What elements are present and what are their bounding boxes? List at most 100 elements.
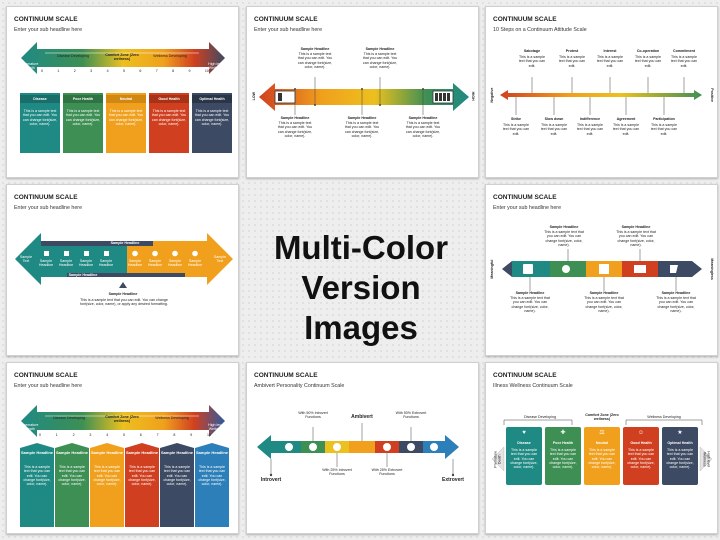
slide-title: CONTINUUM SCALE	[14, 372, 78, 379]
star-icon: ★	[677, 430, 683, 436]
scale-1: 1	[57, 69, 60, 73]
slide-5[interactable]: CONTINUUM SCALE Enter your sub headline …	[485, 184, 718, 356]
slide-8[interactable]: CONTINUUM SCALE Illness Wellness Continu…	[485, 362, 718, 534]
high-label: HIGH	[471, 91, 476, 101]
bottom-head: Sample Headline	[108, 292, 138, 296]
card-text: This is a sample text that you can edit.…	[588, 448, 616, 470]
card-poor-health: ✚ Poor Health This is a sample text that…	[545, 427, 581, 485]
column-head: Sample Headline	[91, 450, 124, 455]
introvert-label: Introvert	[260, 477, 282, 483]
scale-10: 10	[204, 69, 209, 73]
column-text: This is a sample text that you can edit.…	[163, 465, 191, 487]
gradient-arrow	[21, 405, 225, 437]
column-head: Sample Headline	[161, 450, 194, 455]
step-commitment-head: Commitment	[673, 49, 695, 53]
slide-3[interactable]: CONTINUUM SCALE 10 Steps on a Continuum …	[485, 6, 718, 178]
top-label-3: Wellness Developing	[153, 54, 187, 58]
callout-bottom-1-text: This is a sample text that you can edit.…	[277, 121, 313, 138]
right-end-label: High level Wellness	[208, 423, 224, 432]
scale-4: 4	[106, 433, 109, 437]
card-label: Poor Health	[552, 441, 574, 445]
scale-9: 9	[188, 69, 191, 73]
scale-0: 0	[41, 69, 43, 73]
item-2: Sample Headline	[58, 259, 74, 268]
callout-bottom-2-text: This is a sample text that you can edit.…	[584, 296, 624, 313]
column-text: This is a sample text that you can edit.…	[128, 465, 156, 487]
center-heading: Multi-Color Version Images	[246, 228, 476, 348]
callout-bottom-3-text: This is a sample text that you can edit.…	[405, 121, 441, 138]
slide-title: CONTINUUM SCALE	[493, 16, 557, 23]
right-end-label: Sample Text	[213, 255, 227, 264]
step-sabotage-text: This is a sample text that you can edit.	[518, 55, 546, 68]
slide-title: CONTINUUM SCALE	[254, 372, 318, 379]
card-text: This is a sample text that you can edit.…	[194, 109, 230, 126]
pill-icon: ✚	[560, 430, 566, 436]
scale-8: 8	[173, 433, 176, 437]
bracket-lines	[491, 419, 713, 472]
scale-4: 4	[106, 69, 109, 73]
card-label: Poor Health	[63, 95, 103, 104]
column-text: This is a sample text that you can edit.…	[198, 465, 226, 487]
card-text: This is a sample text that you can edit.…	[627, 448, 655, 470]
slide-subtitle: Ambivert Personality Continuum Scale	[254, 383, 345, 389]
top-label-2: Comfort Zone (Zero wellness)	[105, 53, 139, 62]
runner-icon: ☺	[637, 430, 645, 436]
card-label: Disease	[517, 441, 531, 445]
item-5: Sample Headline	[127, 259, 143, 268]
step-agreement-text: This is a sample text that you can edit.	[612, 123, 640, 136]
step-cooperation-text: This is a sample text that you can edit.	[634, 55, 662, 68]
scale-5: 5	[122, 433, 125, 437]
positive-label: Positive	[710, 88, 715, 103]
scale-1: 1	[55, 433, 58, 437]
slide-4[interactable]: CONTINUUM SCALE Enter your sub headline …	[6, 184, 239, 356]
center-heading-line-1: Multi-Color	[273, 229, 449, 266]
slide-subtitle: Enter your sub headline here	[254, 27, 323, 33]
slide-6[interactable]: CONTINUUM SCALE Enter your sub headline …	[6, 362, 239, 534]
card-poor-health: Poor Health This is a sample text that y…	[63, 93, 103, 153]
column-2: Sample Headline This is a sample text th…	[55, 443, 89, 527]
scale-3: 3	[89, 433, 92, 437]
column-3: Sample Headline This is a sample text th…	[90, 443, 124, 527]
slide-subtitle: Enter your sub headline here	[14, 383, 83, 389]
column-text: This is a sample text that you can edit.…	[23, 465, 51, 487]
ambivert-arrow	[257, 423, 459, 477]
card-disease: ♥ Disease This is a sample text that you…	[506, 427, 542, 485]
bottom-text: This is a sample text that you can edit.…	[80, 298, 168, 307]
top-label-2: Comfort Zone (Zero wellness)	[105, 415, 139, 424]
card-text: This is a sample text that you can edit.…	[65, 109, 101, 126]
card-disease: Disease This is a sample text that you c…	[20, 93, 60, 153]
card-label: Neutral	[595, 441, 609, 445]
step-indifference-head: Indifference	[579, 117, 601, 121]
top-label-3: Wellness Developing	[155, 416, 189, 420]
top-label-1: Disease Developing	[524, 415, 556, 419]
callout-top-1-head: Sample Headline	[549, 225, 579, 229]
top-label-3: Wellness Developing	[647, 415, 681, 419]
top-note-1: With 50% Introvert Functions	[298, 411, 328, 420]
callout-top-1-head: Sample Headline	[300, 47, 330, 51]
slide-1[interactable]: CONTINUUM SCALE Enter your sub headline …	[6, 6, 239, 178]
item-3: Sample Headline	[78, 259, 94, 268]
slide-title: CONTINUUM SCALE	[14, 194, 78, 201]
slide-7[interactable]: CONTINUUM SCALE Ambivert Personality Con…	[246, 362, 479, 534]
slide-subtitle: 10 Steps on a Continuum Attitude Scale	[493, 27, 587, 33]
scale-10: 10	[206, 433, 211, 437]
callout-bottom-2-text: This is a sample text that you can edit.…	[344, 121, 380, 138]
center-heading-line-2: Version Images	[301, 269, 421, 346]
scale-8: 8	[172, 69, 175, 73]
lower-label: Sample Headline	[68, 273, 98, 277]
item-7: Sample Headline	[167, 259, 183, 268]
callout-bottom-1-head: Sample Headline	[280, 116, 310, 120]
scale-9: 9	[190, 433, 193, 437]
scale-numbers: 0 1 2 3 4 5 6 7 8 9 10	[41, 69, 209, 73]
slide-2[interactable]: CONTINUUM SCALE Enter your sub headline …	[246, 6, 479, 178]
column-head: Sample Headline	[56, 450, 89, 455]
column-head: Sample Headline	[21, 450, 54, 455]
left-end-label: Premature Death	[21, 423, 39, 432]
callout-bottom-3-head: Sample Headline	[408, 116, 438, 120]
step-protest-text: This is a sample text that you can edit.	[558, 55, 586, 68]
card-text: This is a sample text that you can edit.…	[510, 448, 538, 470]
scale-6: 6	[139, 433, 142, 437]
column-head: Sample Headline	[196, 450, 229, 455]
callout-top-2-head: Sample Headline	[365, 47, 395, 51]
callout-bottom-2-head: Sample Headline	[347, 116, 377, 120]
